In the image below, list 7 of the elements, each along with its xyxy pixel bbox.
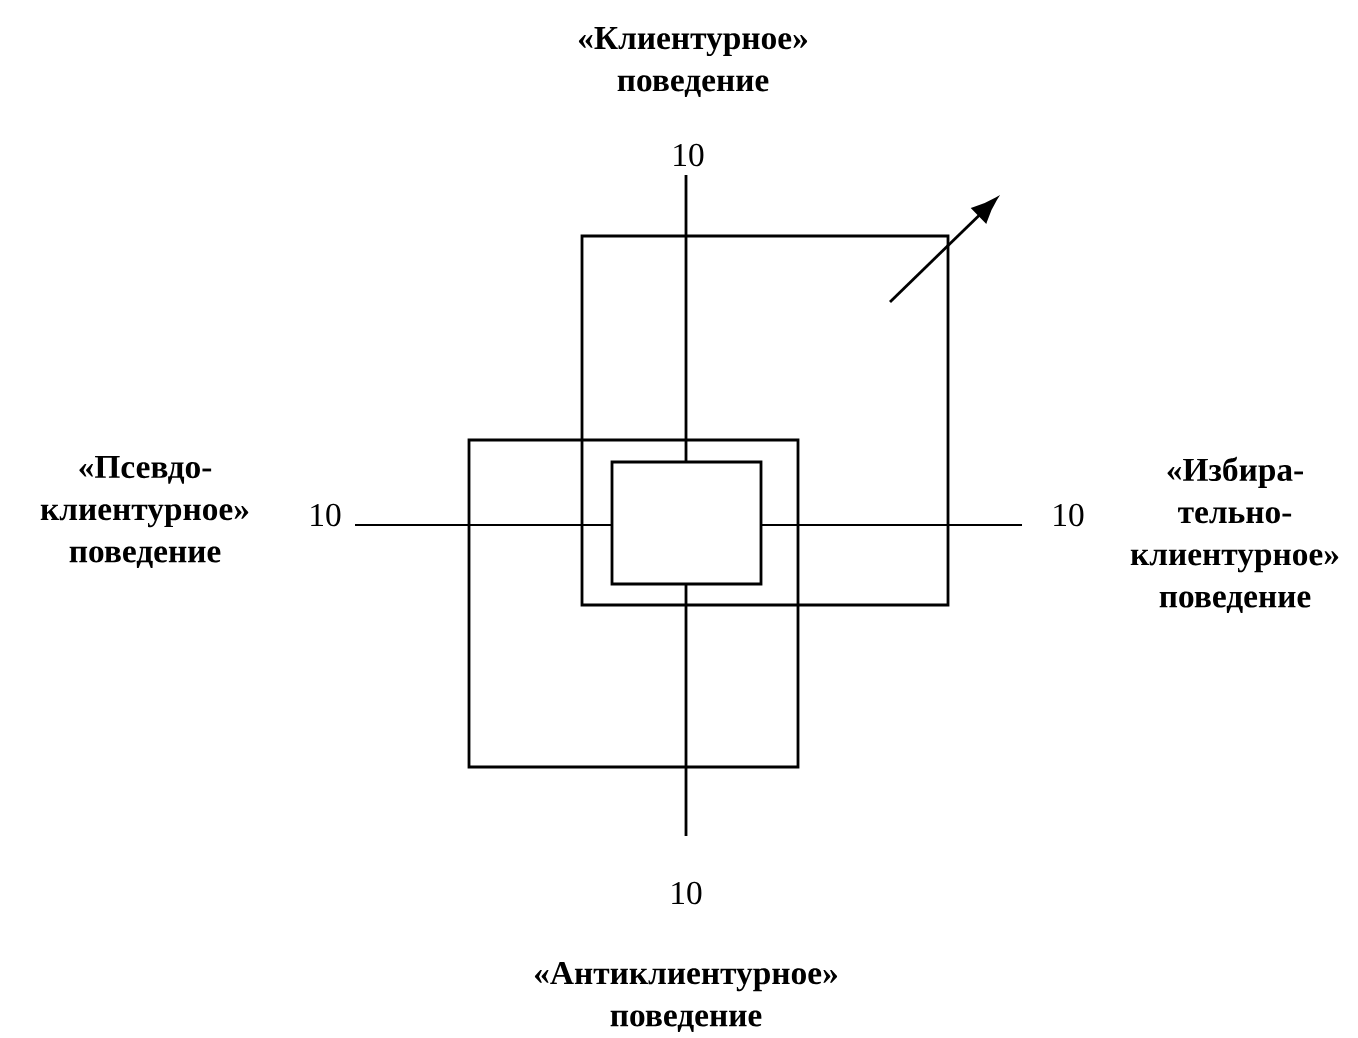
axis-label: «Антиклиентурное» поведение <box>534 962 838 1032</box>
square-frame <box>467 438 800 769</box>
axis-label: «Псевдо- клиентурное» поведение <box>40 456 249 568</box>
center-box <box>610 460 763 586</box>
axis-label: «Избира- тельно- клиентурное» поведение <box>1130 456 1339 614</box>
square-frame <box>580 234 950 607</box>
axis-label: «Клиентурное» поведение <box>578 27 808 97</box>
